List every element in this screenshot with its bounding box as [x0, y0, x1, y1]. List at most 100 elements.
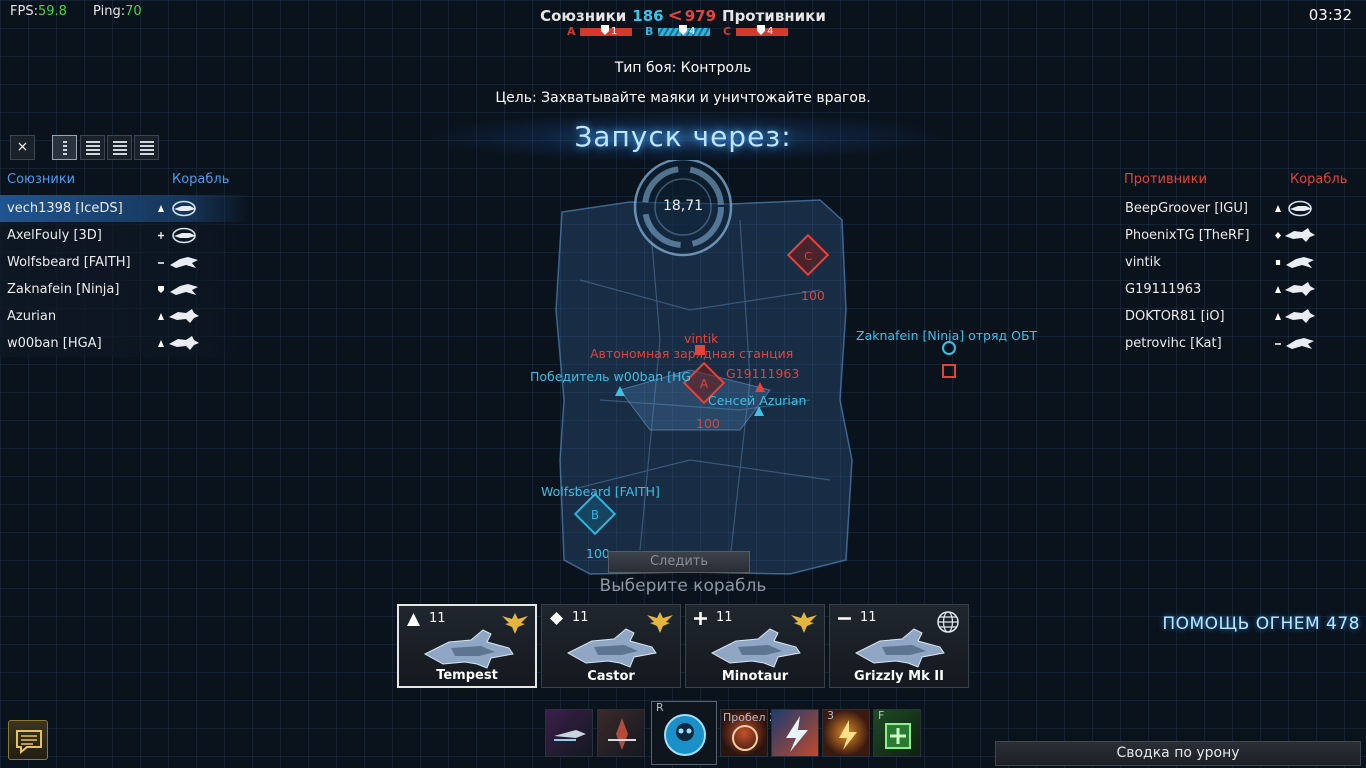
enemy-ship-marker: [695, 345, 705, 355]
ship-name: Minotaur: [721, 669, 789, 684]
module-slot-shockwave[interactable]: 3: [822, 709, 870, 757]
ping-label: Ping:: [93, 4, 126, 19]
class-cover-icon: [1275, 343, 1281, 345]
ally-label-wolfsbeard: Wolfsbeard [FAITH]: [541, 484, 660, 499]
beacon-letter: С: [723, 25, 732, 38]
module-slot-warp[interactable]: Пробел 2: [720, 709, 776, 757]
beacon-status: А 1 В 4 С 4: [567, 25, 799, 39]
damage-summary-button[interactable]: Сводка по урону: [995, 741, 1361, 766]
allies-score: 186: [632, 7, 664, 25]
class-square-icon: [1275, 260, 1281, 265]
beacon-letter: В: [645, 25, 654, 38]
class-attack-icon: [158, 205, 164, 212]
ship-icon: [1284, 335, 1316, 352]
module-key: 3: [827, 709, 834, 722]
battle-goal: Цель: Захватывайте маяки и уничтожайте в…: [495, 90, 871, 106]
class-attack-icon: [1275, 286, 1281, 293]
follow-button[interactable]: Следить: [608, 551, 750, 573]
enemy-row[interactable]: G19111963: [1118, 276, 1366, 303]
view-mode-2-button[interactable]: [80, 135, 105, 160]
view-mode-3-button[interactable]: [107, 135, 132, 160]
player-name: Azurian: [7, 309, 57, 324]
allies-list: vech1398 [IceDS] AxelFouly [3D] Wolfsbea…: [0, 195, 250, 357]
module-slot-drone[interactable]: [597, 709, 645, 757]
class-cover-icon: [158, 262, 164, 264]
match-clock: 03:32: [1308, 6, 1352, 24]
target-marker: [942, 364, 956, 378]
ship-name: Tempest: [436, 668, 498, 683]
allies-ship-header: Корабль: [172, 172, 230, 187]
beacon-c-marker: [786, 233, 830, 277]
player-name: w00ban [HGA]: [7, 336, 102, 351]
ally-row[interactable]: w00ban [HGA]: [0, 330, 250, 357]
ally-label-sensei: Сенсей Azurian: [708, 393, 807, 408]
map-terrain: C A B: [555, 160, 956, 575]
ship-image: [564, 623, 660, 673]
view-mode-4-button[interactable]: [134, 135, 159, 160]
ship-card-grizzly[interactable]: 11 Grizzly Mk II: [829, 604, 969, 688]
ship-rank: 11: [429, 611, 446, 626]
lightning-icon: [786, 716, 808, 752]
module-key: F: [878, 709, 885, 722]
enemies-ship-header: Корабль: [1290, 172, 1348, 187]
beacon-a-letter: A: [700, 377, 709, 391]
beacon-count: 4: [689, 26, 696, 37]
beacon-b-marker: [573, 492, 617, 536]
enemy-row[interactable]: BeepGroover [IGU]: [1118, 195, 1366, 222]
ally-row[interactable]: AxelFouly [3D]: [0, 222, 250, 249]
ship-icon: [168, 335, 200, 352]
ally-ship-marker: [942, 341, 956, 355]
ship-card-minotaur[interactable]: 11 Minotaur: [685, 604, 825, 688]
ship-image: [852, 623, 948, 673]
module-slot-skull[interactable]: R: [651, 701, 717, 765]
beacon-pin-icon: [679, 25, 687, 35]
missile-icon: [554, 730, 586, 741]
tactical-map[interactable]: C A B 18,71 100 vintik Автономная зарядн…: [490, 160, 1070, 590]
enemy-row[interactable]: PhoenixTG [TheRF]: [1118, 222, 1366, 249]
module-slot-missile[interactable]: [545, 709, 593, 757]
beacon-a-marker: [682, 361, 726, 405]
launch-banner-glow: [430, 112, 940, 162]
enemies-header: Противники: [1124, 172, 1207, 187]
ship-card-castor[interactable]: 11 Castor: [541, 604, 681, 688]
close-panel-button[interactable]: ×: [10, 135, 35, 160]
ship-card-tempest[interactable]: 11 Tempest: [397, 604, 537, 688]
player-name: BeepGroover [IGU]: [1125, 201, 1248, 216]
supply-crate-icon: [885, 723, 911, 749]
ally-row[interactable]: Wolfsbeard [FAITH]: [0, 249, 250, 276]
enemy-row[interactable]: vintik: [1118, 249, 1366, 276]
ship-icon: [168, 281, 200, 298]
beacon-pin-icon: [757, 25, 765, 35]
allies-score-label: Союзники: [540, 7, 627, 25]
score-compare-icon: <: [667, 5, 683, 26]
ally-row[interactable]: Zaknafein [Ninja]: [0, 276, 250, 303]
ship-icon: [1284, 254, 1316, 271]
player-name: PhoenixTG [TheRF]: [1125, 228, 1250, 243]
view-mode-1-button[interactable]: [52, 135, 77, 160]
ping-value: 70: [125, 4, 142, 19]
ally-ship-marker: [754, 406, 764, 416]
class-attack-icon: [158, 313, 164, 320]
enemy-row[interactable]: petrovihc [Kat]: [1118, 330, 1366, 357]
shockwave-icon: [839, 720, 857, 750]
ally-label-zaknafein: Zaknafein [Ninja] отряд ОБТ: [856, 328, 1038, 343]
module-key: R: [656, 701, 664, 714]
ally-row[interactable]: vech1398 [IceDS]: [0, 195, 250, 222]
skull-icon: [664, 714, 706, 756]
list-view-icon: [86, 141, 100, 155]
player-name: petrovihc [Kat]: [1125, 336, 1222, 351]
ship-name: Grizzly Mk II: [854, 669, 944, 684]
ship-name: Castor: [587, 669, 635, 684]
module-slot-supply[interactable]: F: [873, 709, 921, 757]
ship-icon: [1284, 200, 1316, 217]
drone-icon: [608, 718, 636, 750]
module-slot-lightning[interactable]: [771, 709, 819, 757]
ally-row[interactable]: Azurian: [0, 303, 250, 330]
enemy-row[interactable]: DOKTOR81 [iO]: [1118, 303, 1366, 330]
chat-button[interactable]: [8, 720, 48, 760]
player-name: G19111963: [1125, 282, 1202, 297]
fps-value: 59.8: [37, 4, 67, 19]
ally-ship-marker: [615, 386, 625, 396]
beacon-b-letter: B: [591, 508, 599, 522]
ship-icon: [168, 308, 200, 325]
